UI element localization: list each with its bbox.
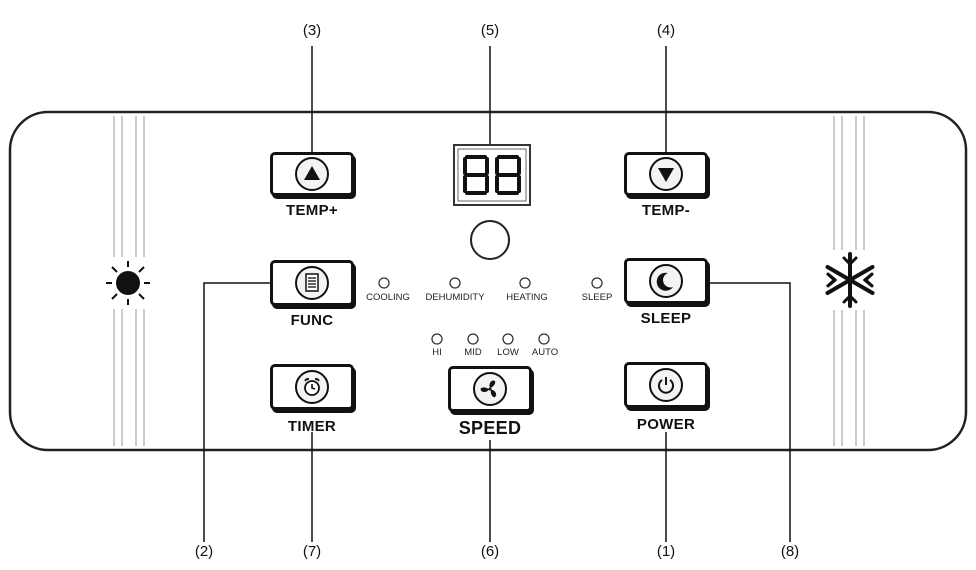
down-arrow-icon xyxy=(649,157,683,191)
timer-button[interactable] xyxy=(270,364,354,410)
indicator-dehumidity-label: DEHUMIDITY xyxy=(425,292,485,303)
alarm-clock-icon xyxy=(295,370,329,404)
temp-minus-button[interactable] xyxy=(624,152,708,196)
indicator-heating-label: HEATING xyxy=(506,292,548,303)
func-button[interactable] xyxy=(270,260,354,306)
callout-6: (6) xyxy=(480,543,500,560)
power-label: POWER xyxy=(636,416,696,433)
callout-7: (7) xyxy=(302,543,322,560)
callout-2: (2) xyxy=(194,543,214,560)
fan-icon xyxy=(473,372,507,406)
up-arrow-icon xyxy=(295,157,329,191)
func-label: FUNC xyxy=(290,312,334,329)
leader-lines xyxy=(203,46,791,542)
speed-mid-label: MID xyxy=(464,347,482,358)
temp-plus-button[interactable] xyxy=(270,152,354,196)
receiver-window xyxy=(470,220,510,260)
callout-5: (5) xyxy=(480,22,500,39)
callout-1: (1) xyxy=(656,543,676,560)
callout-3: (3) xyxy=(302,22,322,39)
sleep-button[interactable] xyxy=(624,258,708,304)
panel-outline xyxy=(8,110,968,452)
temp-minus-label: TEMP- xyxy=(641,202,691,219)
indicator-cooling-label: COOLING xyxy=(366,292,410,303)
sun-icon xyxy=(102,257,154,309)
digit-display xyxy=(453,144,531,206)
power-button[interactable] xyxy=(624,362,708,408)
callout-8: (8) xyxy=(780,543,800,560)
document-icon xyxy=(295,266,329,300)
moon-icon xyxy=(649,264,683,298)
speed-low-label: LOW xyxy=(497,347,519,358)
timer-label: TIMER xyxy=(287,418,337,435)
mode-leds xyxy=(378,277,603,289)
speed-label: SPEED xyxy=(458,418,522,438)
speed-hi-label: HI xyxy=(432,347,442,358)
speed-auto-label: AUTO xyxy=(531,347,559,358)
temp-plus-label: TEMP+ xyxy=(286,202,338,219)
speed-leds xyxy=(431,333,550,345)
speed-button[interactable] xyxy=(448,366,532,412)
callout-4: (4) xyxy=(656,22,676,39)
sleep-label: SLEEP xyxy=(640,310,692,327)
snowflake-icon xyxy=(820,250,880,310)
indicator-sleep-label: SLEEP xyxy=(581,292,613,303)
power-icon xyxy=(649,368,683,402)
